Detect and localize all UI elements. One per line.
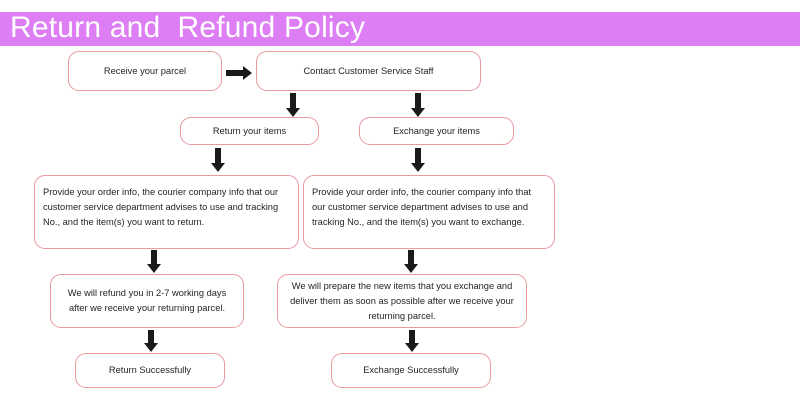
arrow-contact-to-exchange-icon bbox=[411, 93, 425, 117]
arrow-return-to-info-icon bbox=[211, 148, 225, 172]
node-return-items[interactable]: Return your items bbox=[180, 117, 319, 145]
arrow-info-to-refund-icon bbox=[147, 250, 161, 273]
node-contact-staff[interactable]: Contact Customer Service Staff bbox=[256, 51, 481, 91]
node-exchange-success[interactable]: Exchange Successfully bbox=[331, 353, 491, 388]
node-receive-parcel-label: Receive your parcel bbox=[103, 65, 187, 76]
node-return-items-label: Return your items bbox=[212, 125, 287, 136]
node-exchange-items-label: Exchange your items bbox=[393, 125, 480, 136]
node-refund-timeline-label: We will refund you in 2-7 working days a… bbox=[67, 288, 227, 313]
arrow-info-to-prepare-icon bbox=[404, 250, 418, 273]
page-title: Return and Refund Policy bbox=[10, 11, 366, 44]
node-provide-info-return[interactable]: Provide your order info, the courier com… bbox=[34, 175, 299, 249]
arrow-contact-to-return-icon bbox=[286, 93, 300, 117]
node-refund-timeline[interactable]: We will refund you in 2-7 working days a… bbox=[50, 274, 244, 328]
node-prepare-new-items[interactable]: We will prepare the new items that you e… bbox=[277, 274, 527, 328]
node-provide-info-exchange[interactable]: Provide your order info, the courier com… bbox=[303, 175, 555, 249]
title-banner bbox=[0, 12, 800, 46]
arrow-refund-to-success-icon bbox=[144, 330, 158, 352]
node-provide-info-exchange-label: Provide your order info, the courier com… bbox=[312, 187, 532, 227]
node-exchange-items[interactable]: Exchange your items bbox=[359, 117, 514, 145]
node-return-success[interactable]: Return Successfully bbox=[75, 353, 225, 388]
node-provide-info-return-label: Provide your order info, the courier com… bbox=[43, 187, 279, 227]
node-return-success-label: Return Successfully bbox=[108, 365, 192, 375]
node-prepare-new-items-label: We will prepare the new items that you e… bbox=[290, 280, 514, 321]
node-contact-staff-label: Contact Customer Service Staff bbox=[303, 65, 434, 76]
node-exchange-success-label: Exchange Successfully bbox=[363, 365, 459, 375]
arrow-receive-to-contact-icon bbox=[226, 66, 252, 80]
arrow-prepare-to-success-icon bbox=[405, 330, 419, 352]
arrow-exchange-to-info-icon bbox=[411, 148, 425, 172]
node-receive-parcel[interactable]: Receive your parcel bbox=[68, 51, 222, 91]
